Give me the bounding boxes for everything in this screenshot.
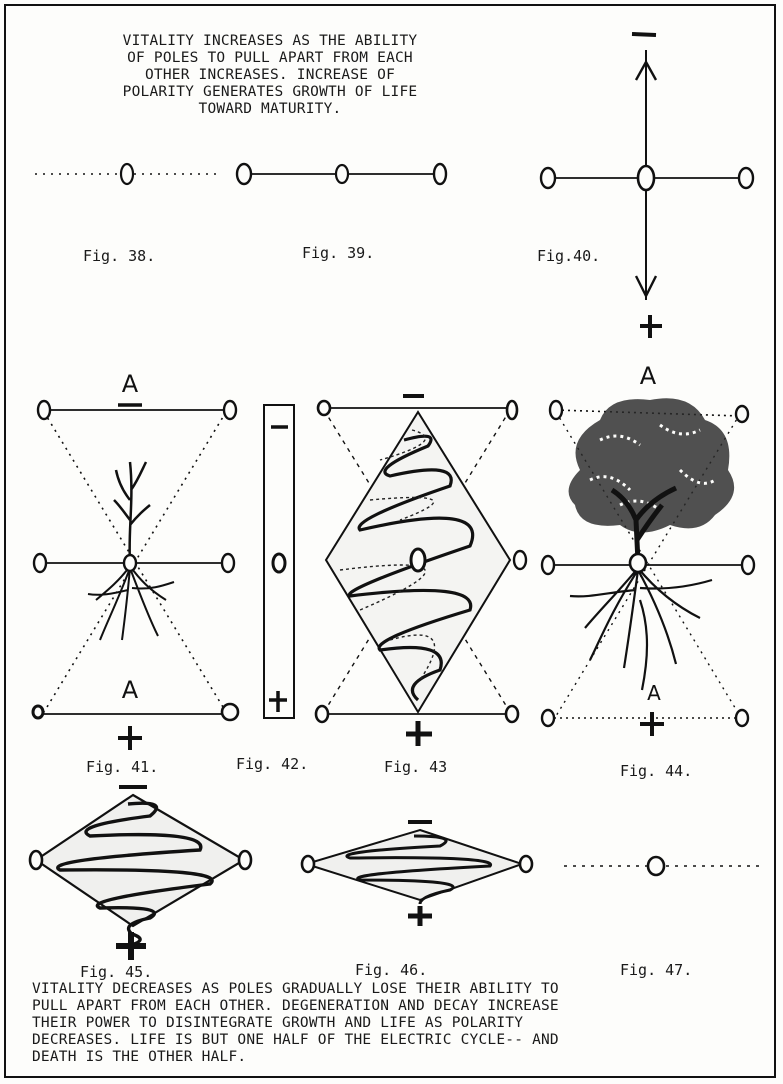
fig47-label: Fig. 47. — [620, 961, 692, 979]
fig39-label: Fig. 39. — [302, 244, 374, 262]
fig43-diagram — [316, 396, 526, 746]
fig41-a-top: A — [122, 370, 139, 398]
fig39-diagram — [237, 164, 446, 184]
fig38-label: Fig. 38. — [83, 247, 155, 265]
fig46-label: Fig. 46. — [355, 961, 427, 979]
fig44-a-bottom: A — [647, 681, 661, 705]
fig41-a-bottom: A — [122, 676, 139, 704]
bottom-caption: VITALITY DECREASES AS POLES GRADUALLY LO… — [32, 981, 772, 1066]
fig42-diagram — [264, 405, 294, 718]
fig42-label: Fig. 42. — [236, 755, 308, 773]
fig44-label: Fig. 44. — [620, 762, 692, 780]
fig43-label: Fig. 43 — [384, 758, 447, 776]
fig40-diagram — [541, 34, 753, 338]
fig44-a-top: A — [640, 362, 657, 390]
fig41-label: Fig. 41. — [86, 758, 158, 776]
fig40-label: Fig.40. — [537, 247, 600, 265]
fig45-diagram — [30, 787, 251, 960]
fig41-diagram: A A — [33, 370, 238, 750]
fig45-label: Fig. 45. — [80, 963, 152, 981]
fig38-diagram — [35, 164, 220, 184]
fig47-diagram — [564, 857, 764, 875]
fig44-diagram: A A — [542, 362, 754, 736]
fig46-diagram — [302, 822, 532, 926]
